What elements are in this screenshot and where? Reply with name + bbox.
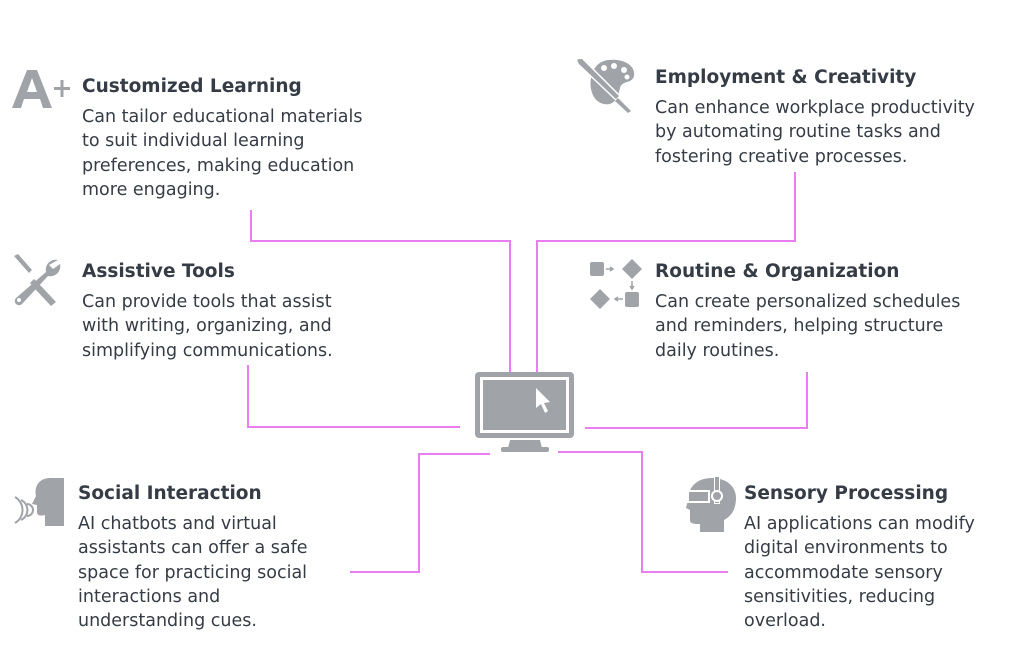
- card-description: AI applications can modify digital envir…: [744, 514, 975, 632]
- connector-employment-creativity: [536, 172, 796, 372]
- card-description: Can create personalized schedules and re…: [655, 292, 961, 361]
- card-description: Can enhance workplace productivity by au…: [655, 98, 975, 167]
- card-social-interaction: Social Interaction AI chatbots and virtu…: [78, 482, 308, 633]
- card-sensory-processing: Sensory Processing AI applications can m…: [744, 482, 975, 633]
- connector-sensory-processing: [558, 451, 728, 573]
- paint-palette-brush-icon: [574, 57, 635, 113]
- card-customized-learning: Customized Learning Can tailor education…: [82, 75, 363, 202]
- speaking-head-icon: [14, 478, 64, 526]
- wrench-screwdriver-icon: [14, 254, 61, 306]
- connector-customized-learning: [250, 210, 511, 372]
- card-title: Social Interaction: [78, 483, 262, 504]
- card-description: Can tailor educational materials to suit…: [82, 107, 363, 200]
- card-assistive-tools: Assistive Tools Can provide tools that a…: [82, 260, 333, 363]
- computer-monitor-with-cursor-icon: [475, 372, 574, 452]
- card-title: Routine & Organization: [655, 261, 900, 282]
- card-title: Sensory Processing: [744, 483, 949, 504]
- card-routine-organization: Routine & Organization Can create person…: [655, 260, 960, 363]
- vr-headset-head-icon: [686, 476, 736, 532]
- flowchart-icon: [590, 259, 642, 309]
- card-description: AI chatbots and virtual assistants can o…: [78, 514, 308, 632]
- a-plus-grade-icon: [12, 70, 70, 108]
- card-description: Can provide tools that assist with writi…: [82, 292, 333, 361]
- card-title: Assistive Tools: [82, 261, 235, 282]
- card-employment-creativity: Employment & Creativity Can enhance work…: [655, 66, 975, 169]
- connector-routine-organization: [585, 372, 808, 429]
- card-title: Employment & Creativity: [655, 67, 917, 88]
- connector-assistive-tools: [247, 365, 460, 428]
- card-title: Customized Learning: [82, 76, 302, 97]
- connector-social-interaction: [350, 453, 490, 573]
